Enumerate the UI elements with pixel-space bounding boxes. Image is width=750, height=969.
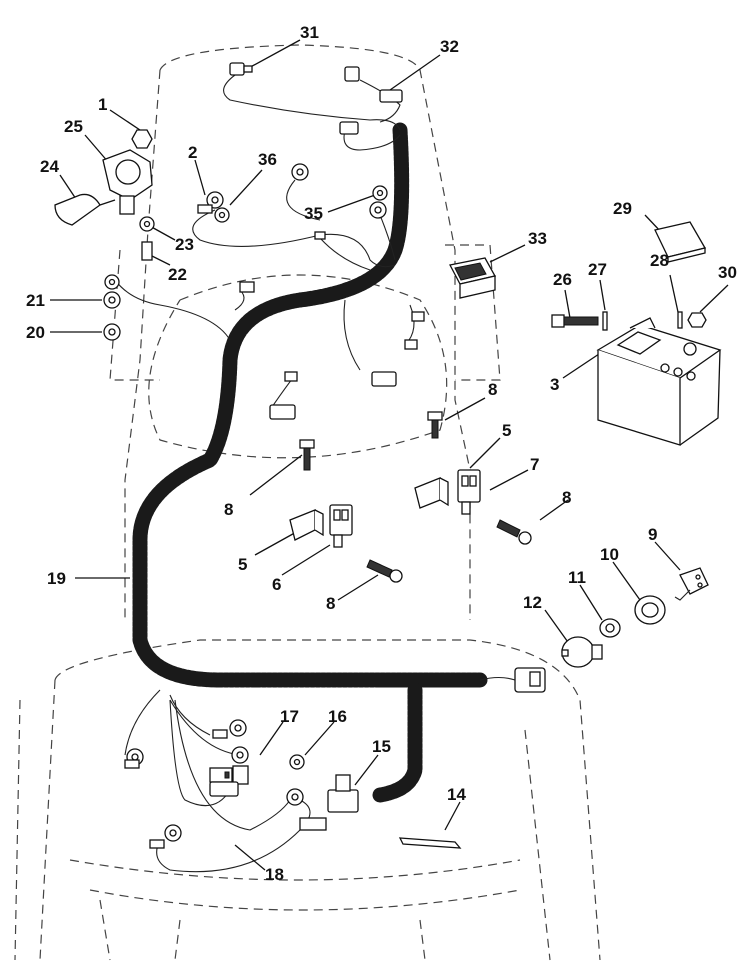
callout-1: 1 bbox=[98, 95, 107, 114]
callout-30: 30 bbox=[718, 263, 737, 282]
callout-21: 21 bbox=[26, 291, 45, 310]
callout-8-right: 8 bbox=[562, 488, 571, 507]
callout-8-center: 8 bbox=[224, 500, 233, 519]
callout-20: 20 bbox=[26, 323, 45, 342]
callout-28: 28 bbox=[650, 251, 669, 270]
callout-5-right: 5 bbox=[502, 421, 511, 440]
part-bolt-8-upper bbox=[427, 411, 443, 439]
callout-18: 18 bbox=[265, 865, 284, 884]
part-nut-20 bbox=[103, 323, 121, 341]
callout-23: 23 bbox=[175, 235, 194, 254]
part-bolt-26 bbox=[551, 314, 599, 328]
part-ring-terminal-upper bbox=[291, 163, 309, 181]
callout-27: 27 bbox=[588, 260, 607, 279]
callout-labels: 31 32 1 25 2 36 24 23 22 35 29 33 26 27 … bbox=[26, 23, 737, 884]
part-ring-terminal-21-top bbox=[104, 274, 120, 290]
part-ring-terminals-lower bbox=[124, 719, 304, 849]
part-bracket-5-left bbox=[289, 509, 324, 541]
part-switch-15 bbox=[299, 774, 359, 831]
callout-2: 2 bbox=[188, 143, 197, 162]
part-washer-28 bbox=[677, 311, 683, 329]
callout-36: 36 bbox=[258, 150, 277, 169]
part-battery-3 bbox=[596, 317, 722, 446]
part-connector-31 bbox=[229, 62, 253, 76]
callout-14: 14 bbox=[447, 785, 466, 804]
part-boot-24 bbox=[54, 193, 116, 226]
part-bolt-8-left bbox=[299, 439, 315, 471]
coiled-wire-harness bbox=[132, 122, 488, 803]
callout-25: 25 bbox=[64, 117, 83, 136]
callout-33: 33 bbox=[528, 229, 547, 248]
callout-9: 9 bbox=[648, 525, 657, 544]
callout-31: 31 bbox=[300, 23, 319, 42]
callout-32: 32 bbox=[440, 37, 459, 56]
part-connector-32 bbox=[339, 66, 403, 135]
part-tie-strap-14 bbox=[398, 837, 462, 849]
callout-12: 12 bbox=[523, 593, 542, 612]
part-bolt-8-lower bbox=[366, 559, 403, 583]
part-ring-terminal-2 bbox=[197, 191, 224, 214]
callout-11: 11 bbox=[568, 568, 586, 587]
part-connectors-center bbox=[239, 281, 425, 420]
callout-24: 24 bbox=[40, 157, 59, 176]
callout-15: 15 bbox=[372, 737, 391, 756]
callout-26: 26 bbox=[553, 270, 572, 289]
part-bolt-8-right bbox=[496, 519, 532, 545]
callout-6: 6 bbox=[272, 575, 281, 594]
callout-5-left: 5 bbox=[238, 555, 247, 574]
part-ring-terminal-35 bbox=[314, 185, 388, 240]
part-nut-30 bbox=[687, 312, 707, 328]
part-switch-33 bbox=[449, 257, 496, 299]
part-switch-7 bbox=[457, 469, 481, 515]
callout-8-upper: 8 bbox=[488, 380, 497, 399]
part-nut-1 bbox=[131, 129, 153, 149]
part-nut-11 bbox=[599, 618, 621, 638]
callout-3: 3 bbox=[550, 375, 559, 394]
part-washer-27 bbox=[602, 311, 608, 331]
part-switch-6 bbox=[329, 504, 353, 548]
part-bracket-5-right bbox=[414, 477, 449, 509]
callout-35: 35 bbox=[304, 204, 323, 223]
part-plug-connector bbox=[514, 667, 546, 693]
callout-29: 29 bbox=[613, 199, 632, 218]
part-washer-36 bbox=[214, 207, 230, 223]
callout-8-lower: 8 bbox=[326, 594, 335, 613]
part-bolt-22 bbox=[141, 241, 153, 261]
tractor-body-outline bbox=[14, 44, 601, 961]
part-nut-16 bbox=[289, 754, 305, 770]
part-ignition-switch-12 bbox=[561, 636, 603, 668]
part-bezel-10 bbox=[634, 595, 666, 625]
part-fuse-holder bbox=[209, 781, 239, 797]
part-washer-21 bbox=[103, 291, 121, 309]
part-decal-29 bbox=[654, 221, 706, 263]
callout-16: 16 bbox=[328, 707, 347, 726]
callout-10: 10 bbox=[600, 545, 619, 564]
part-solenoid-25 bbox=[102, 149, 153, 215]
callout-7: 7 bbox=[530, 455, 539, 474]
part-key-9 bbox=[674, 567, 709, 601]
callout-22: 22 bbox=[168, 265, 187, 284]
callout-17: 17 bbox=[280, 707, 299, 726]
callout-19: 19 bbox=[47, 569, 66, 588]
part-washer-23 bbox=[139, 216, 155, 232]
part-fuse-17 bbox=[209, 765, 249, 785]
